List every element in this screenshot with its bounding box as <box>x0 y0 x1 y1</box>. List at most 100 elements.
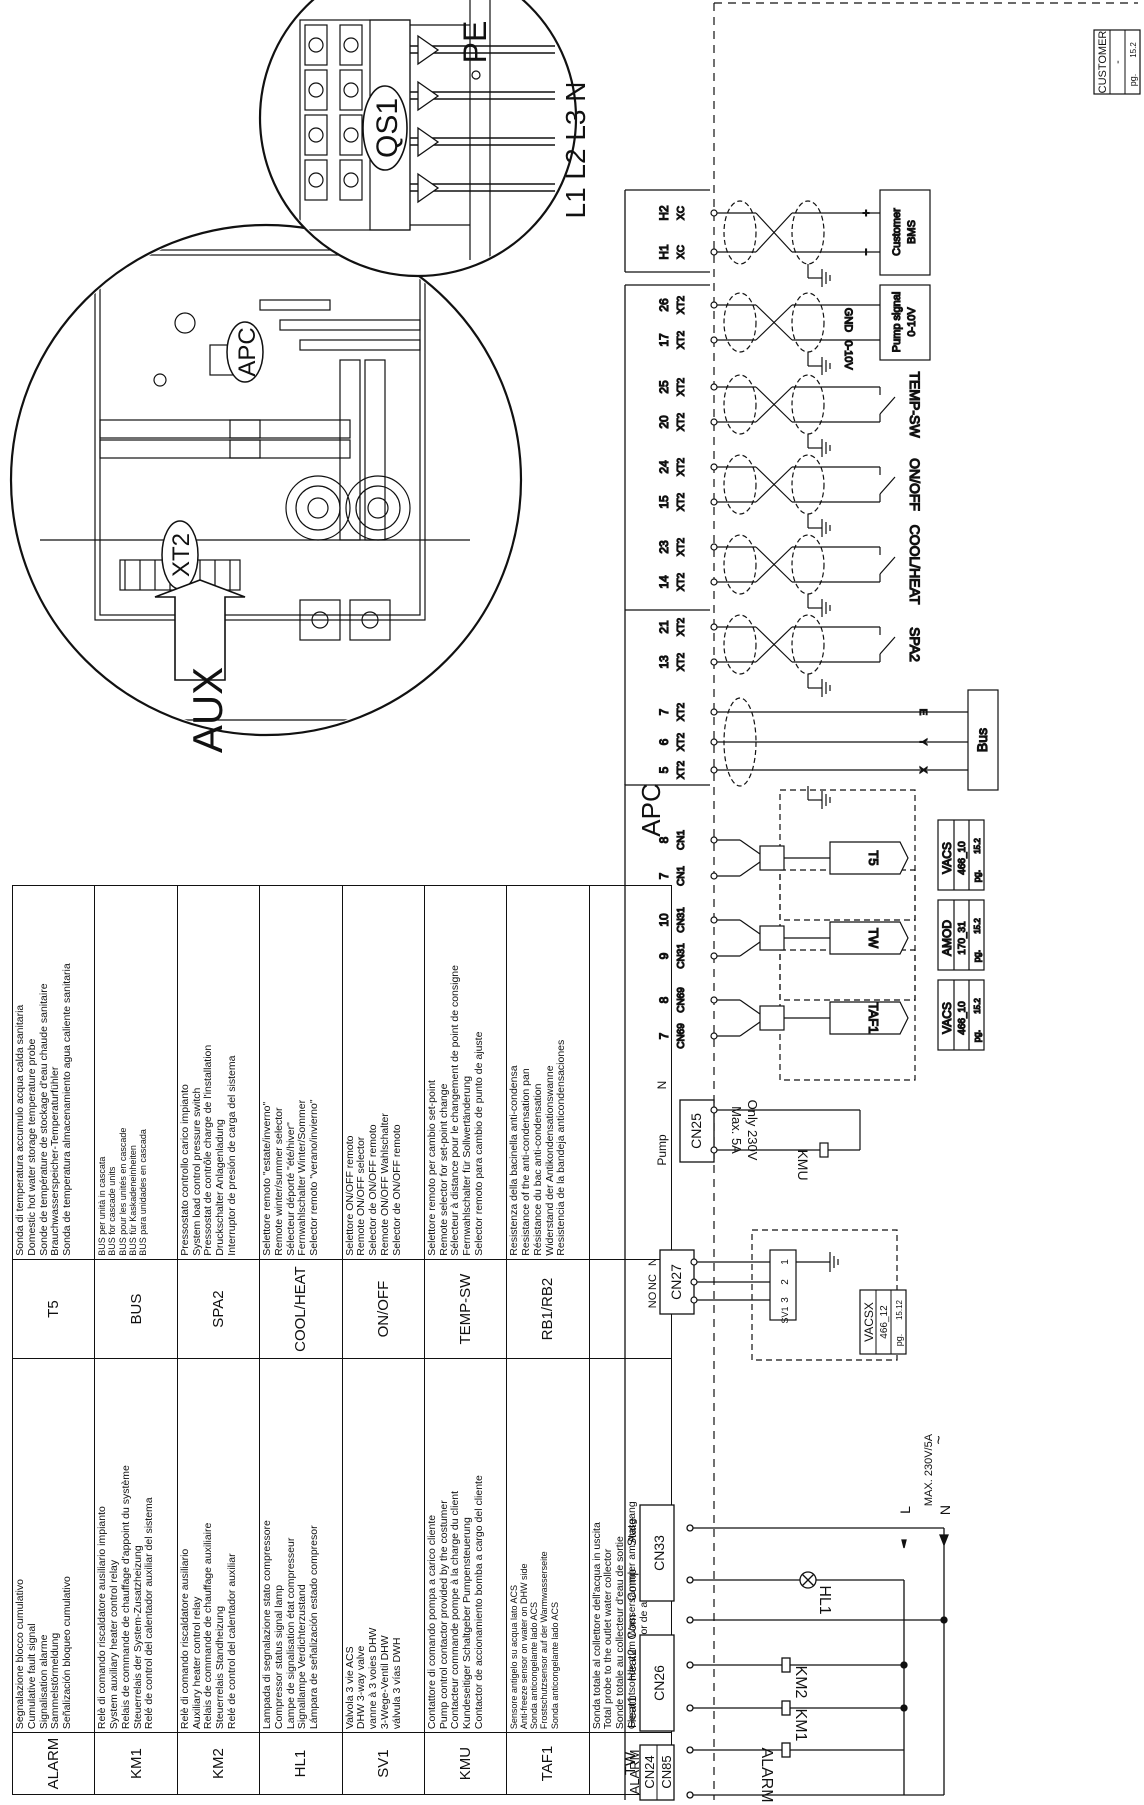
pe-label: PE <box>457 21 493 64</box>
customer-pg: pg. <box>1128 74 1138 87</box>
pump-signal-title: Pump signal <box>891 292 903 353</box>
detail-qs1: QS1 PE <box>258 0 578 278</box>
detail-board: APC XT2 <box>9 223 523 737</box>
probe-box: AMOD <box>940 920 954 956</box>
hl1-label: HL1 <box>816 1585 833 1614</box>
bms-title: Customer <box>891 208 903 256</box>
ground-symbol <box>808 791 831 809</box>
pump-signal-pin-a: 17 <box>657 333 671 347</box>
probe-pgnum: 15.2 <box>973 918 982 934</box>
probe-pgnum: 15.2 <box>973 838 982 854</box>
cn27-sv1: CN27 NO NC N 3 2 1 SV1 VACS <box>647 1229 907 1361</box>
comp-label: Comp <box>625 1569 639 1601</box>
cn25-label: CN25 <box>688 1113 704 1149</box>
ground-symbol <box>808 519 831 537</box>
switch-pin-a: 20 <box>657 415 671 429</box>
switch-pin-b: 24 <box>657 460 671 474</box>
probe-pin-b: 8 <box>657 996 671 1003</box>
probe-pg: pg. <box>972 1030 982 1043</box>
switch-xt-a: XT2 <box>676 572 687 591</box>
sv1-num: 466_12 <box>879 1305 890 1339</box>
probe-num: 466_10 <box>957 841 968 875</box>
sv1-pin2: 2 <box>780 1279 791 1285</box>
probe-pg: pg. <box>972 950 982 963</box>
pump-signal-gnd: GND <box>842 308 854 333</box>
bus-xt: XT2 <box>676 732 687 751</box>
aux-label: AUX <box>184 667 231 753</box>
probe-connector <box>759 845 785 871</box>
probe-connector-b: CN69 <box>676 987 687 1013</box>
state-label: State <box>625 1518 639 1546</box>
pump-signal-xt-b: XT2 <box>676 295 687 314</box>
cn33-label: CN33 <box>651 1535 667 1571</box>
probe-connector <box>759 1005 785 1031</box>
switch-pin-a: 15 <box>657 495 671 509</box>
switch-pin-a: 14 <box>657 575 671 589</box>
no-label: NO <box>647 1291 659 1308</box>
probe-pgnum: 15.2 <box>973 998 982 1014</box>
switch-xt-b: XT2 <box>676 457 687 476</box>
max-5a: Max. 5A <box>729 1106 744 1154</box>
switch-xt-b: XT2 <box>676 377 687 396</box>
qs1-label: QS1 <box>371 98 404 158</box>
n27-label: N <box>647 1258 659 1266</box>
cn25-pump: CN25 Pump N KMU Only 230V Max. 5A <box>655 1081 861 1181</box>
bus-pin: 5 <box>657 766 671 773</box>
sv1-pg: pg. <box>894 1334 904 1347</box>
probe-connector-b: CN31 <box>676 907 687 933</box>
switch-label: ON/OFF <box>907 458 923 511</box>
bus-pin: 6 <box>657 738 671 745</box>
sv1-pin3: 3 <box>780 1297 791 1303</box>
probe-name: TAF1 <box>866 1003 881 1034</box>
bms-minus: − <box>859 248 873 255</box>
probe-pin-a: 7 <box>657 1032 671 1039</box>
probe-connector-a: CN31 <box>676 943 687 969</box>
switch-xt-a: XT2 <box>676 412 687 431</box>
switch-label: COOL/HEAT <box>907 525 923 605</box>
supply-n-label: N <box>937 1505 953 1515</box>
probe-name: T5 <box>866 850 881 865</box>
probe-connector <box>759 925 785 951</box>
probe-pg: pg. <box>972 870 982 883</box>
ground-symbol <box>808 357 831 375</box>
customer-ref: CUSTOMER - pg. 15.2 <box>1093 29 1141 95</box>
supply-l-label: L <box>897 1506 913 1514</box>
switch-pin-b: 25 <box>657 380 671 394</box>
switch-pin-b: 21 <box>657 620 671 634</box>
bus-xt: XT2 <box>676 760 687 779</box>
probe-pin-a: 9 <box>657 952 671 959</box>
output-terminals: CN24 CN85 ALARM CN26 Heat1 Heat2 Com CN3… <box>625 1433 953 1802</box>
switch-label: TEMP-SW <box>907 371 923 438</box>
ground-symbol <box>808 679 831 697</box>
probe-pin-b: 8 <box>657 836 671 843</box>
pump-label: Pump <box>655 1134 669 1166</box>
heat1-label: Heat1 <box>625 1696 639 1728</box>
switch-xt-a: XT2 <box>676 652 687 671</box>
probe-box: VACS <box>940 842 954 874</box>
sv1-box: VACSX <box>862 1302 876 1342</box>
nc-label: NC <box>647 1274 659 1290</box>
customer-pg-num: 15.2 <box>1129 42 1138 58</box>
customer-dash: - <box>1112 60 1124 64</box>
km1-label: KM1 <box>792 1709 809 1742</box>
bms-xc-a: XC <box>676 245 687 259</box>
ac-symbol: ~ <box>931 1435 948 1444</box>
bus-x: X <box>917 767 928 774</box>
probe-pin-b: 10 <box>657 913 671 927</box>
bus-pin: 7 <box>657 708 671 715</box>
cn27-label: CN27 <box>668 1264 684 1300</box>
switch-xt-a: XT2 <box>676 492 687 511</box>
probe-num: 466_10 <box>957 1001 968 1035</box>
ground-symbol <box>808 269 831 287</box>
